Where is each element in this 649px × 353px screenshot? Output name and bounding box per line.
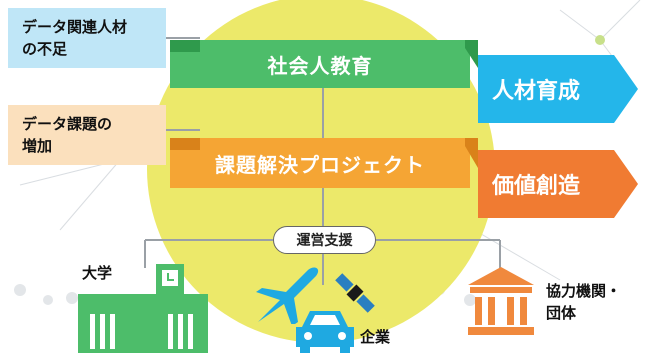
social-education-label: 社会人教育 xyxy=(267,53,373,78)
bank-icon xyxy=(468,267,534,335)
associations-line: 協力機関・ xyxy=(546,282,622,300)
value-creation-arrow: 価値創造 xyxy=(478,150,638,218)
caption-line: の不足 xyxy=(22,40,68,58)
caption-data-issues-increase: データ課題の 増加 xyxy=(8,105,166,165)
associations-line: 団体 xyxy=(546,304,577,322)
caption-data-talent-shortage: データ関連人材 の不足 xyxy=(8,8,166,68)
car-icon xyxy=(296,311,354,353)
airplane-icon xyxy=(256,267,319,324)
operation-support-pill: 運営支援 xyxy=(273,226,376,254)
operation-support-label: 運営支援 xyxy=(296,233,353,249)
associations-label: 協力機関・ 団体 xyxy=(546,280,621,324)
caption-line: データ関連人材 xyxy=(22,18,128,36)
company-label: 企業 xyxy=(360,328,391,346)
caption-line: 増加 xyxy=(22,137,53,155)
band-folds xyxy=(170,40,478,168)
satellite-icon xyxy=(335,273,375,313)
caption-line: データ課題の xyxy=(22,115,113,133)
value-creation-label: 価値創造 xyxy=(492,174,581,199)
university-label: 大学 xyxy=(82,264,113,282)
talent-development-label: 人材育成 xyxy=(492,79,581,104)
school-building-icon xyxy=(78,264,208,353)
problem-solving-project-label: 課題解決プロジェクト xyxy=(215,152,425,177)
social-education-band: 社会人教育 xyxy=(170,40,470,88)
problem-solving-project-band: 課題解決プロジェクト xyxy=(170,138,470,188)
talent-development-arrow: 人材育成 xyxy=(478,55,638,123)
